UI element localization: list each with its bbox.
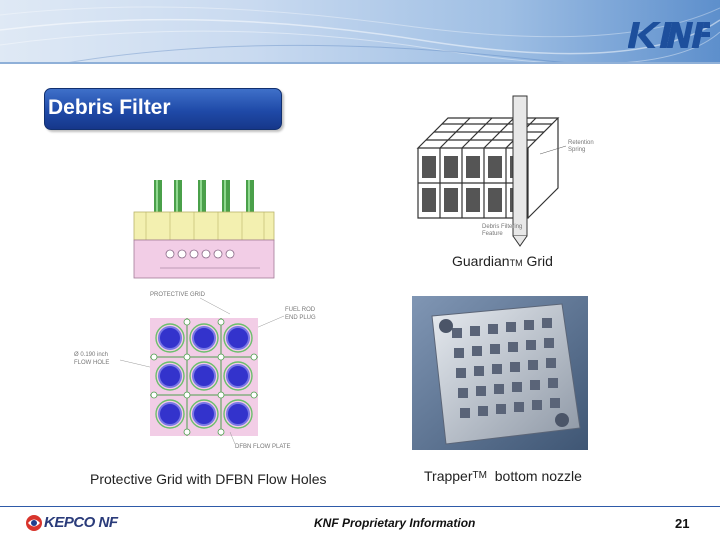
label-fuel-rod-1: FUEL ROD [285,307,316,313]
footer-proprietary: KNF Proprietary Information [314,516,476,530]
banner-decoration [0,6,720,64]
header-banner [0,0,720,64]
knf-logo [628,22,710,48]
label-feature: Feature [482,231,503,237]
title-box [44,88,282,130]
label-fuel-rod-2: END PLUG [285,315,316,321]
caption-protective-grid: Protective Grid with DFBN Flow Holes [90,471,327,487]
protective-grid-diagram: PROTECTIVE GRID FUEL ROD END PLUG Ø 0.19… [74,292,316,450]
label-dfbn-flow-plate: DFBN FLOW PLATE [235,444,291,450]
caption-trapper: TrapperTM bottom nozzle [424,468,582,484]
label-protective-grid: PROTECTIVE GRID [150,292,206,298]
label-flow-hole-2: FLOW HOLE [74,360,109,366]
nozzle-rods-figure [133,180,275,279]
grid-cells [150,318,258,436]
fuel-rods [154,180,254,216]
footer-divider [0,506,720,507]
banner-bottom-strip [0,62,720,64]
page-title: Debris Filter [48,96,171,119]
kepco-logo-text: KEPCO NF [44,514,118,531]
bottom-nozzle-body [133,239,275,279]
guardian-grid-drawing: Retention Spring Debris Filtering Featur… [416,95,594,247]
label-spring: Spring [568,147,585,153]
label-flow-hole-1: Ø 0.190 inch [74,352,108,358]
page-number: 21 [675,516,690,531]
label-debris-filtering: Debris Filtering [482,224,522,230]
protective-grid-band [133,211,275,241]
label-retention: Retention [568,140,594,146]
trapper-nozzle-photo [412,296,588,450]
kepco-logo-icon [26,515,42,531]
caption-guardian: GuardianTM Grid [452,253,553,269]
